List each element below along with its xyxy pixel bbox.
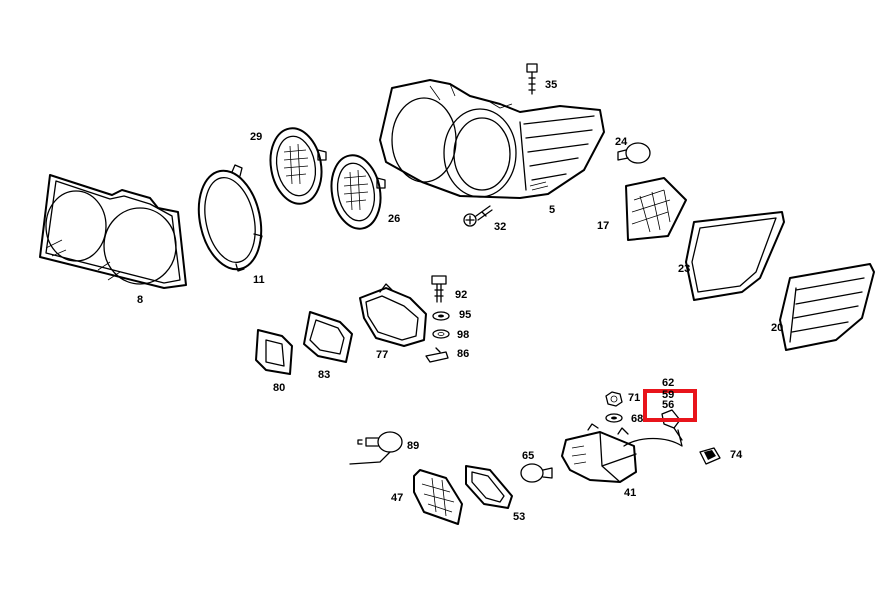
part-5-housing[interactable]	[379, 79, 605, 199]
label-74[interactable]: 74	[730, 449, 743, 461]
part-23-gasket[interactable]	[685, 211, 785, 301]
part-89-bulb[interactable]	[349, 431, 403, 465]
label-65[interactable]: 65	[522, 450, 534, 462]
part-56-socket[interactable]	[661, 409, 683, 441]
label-47[interactable]: 47	[391, 492, 403, 504]
part-53-gasket[interactable]	[465, 465, 513, 509]
label-5[interactable]: 5	[549, 204, 555, 216]
label-35[interactable]: 35	[545, 79, 557, 91]
label-24[interactable]: 24	[615, 136, 628, 148]
part-86-clip[interactable]	[425, 347, 449, 363]
label-80[interactable]: 80	[273, 382, 285, 394]
label-77[interactable]: 77	[376, 349, 388, 361]
part-77-fog-lamp[interactable]	[359, 283, 427, 347]
label-92[interactable]: 92	[455, 289, 467, 301]
highlight-box	[643, 389, 697, 422]
part-8-bezel[interactable]	[39, 174, 187, 289]
label-20[interactable]: 20	[771, 322, 783, 334]
label-8[interactable]: 8	[137, 294, 143, 306]
part-47-lens[interactable]	[413, 469, 463, 525]
label-59[interactable]: 59	[662, 389, 674, 401]
part-80-lens[interactable]	[255, 329, 293, 375]
label-83[interactable]: 83	[318, 369, 330, 381]
label-98[interactable]: 98	[457, 329, 469, 341]
part-98-washer[interactable]	[432, 329, 450, 339]
part-68-washer[interactable]	[605, 413, 623, 423]
part-29-lamp[interactable]	[265, 124, 327, 208]
part-65-bulb[interactable]	[520, 463, 553, 483]
part-95-washer[interactable]	[432, 311, 450, 321]
label-89[interactable]: 89	[407, 440, 419, 452]
label-68[interactable]: 68	[631, 413, 643, 425]
label-71[interactable]: 71	[628, 392, 640, 404]
part-92-bolt[interactable]	[431, 275, 447, 303]
label-53[interactable]: 53	[513, 511, 525, 523]
label-62[interactable]: 62	[662, 377, 674, 389]
part-71-nut[interactable]	[605, 391, 623, 407]
label-11[interactable]: 11	[253, 274, 265, 286]
label-29[interactable]: 29	[250, 131, 262, 143]
part-83-gasket[interactable]	[303, 311, 353, 363]
label-56[interactable]: 56	[662, 399, 674, 411]
part-41-lamp-housing[interactable]	[561, 423, 683, 483]
part-20-indicator-lens[interactable]	[779, 263, 875, 351]
label-95[interactable]: 95	[459, 309, 471, 321]
label-23[interactable]: 23	[678, 263, 690, 275]
label-41[interactable]: 41	[624, 487, 636, 499]
part-17-lens[interactable]	[625, 177, 687, 241]
part-32-screw[interactable]	[463, 205, 493, 227]
part-24-bulb[interactable]	[617, 142, 651, 164]
part-26-lamp[interactable]	[326, 151, 386, 232]
label-32[interactable]: 32	[494, 221, 506, 233]
label-17[interactable]: 17	[597, 220, 609, 232]
part-35-screw[interactable]	[526, 63, 538, 95]
part-74-clip[interactable]	[699, 447, 721, 465]
part-11-retaining-ring[interactable]	[190, 164, 269, 275]
label-26[interactable]: 26	[388, 213, 400, 225]
label-86[interactable]: 86	[457, 348, 469, 360]
